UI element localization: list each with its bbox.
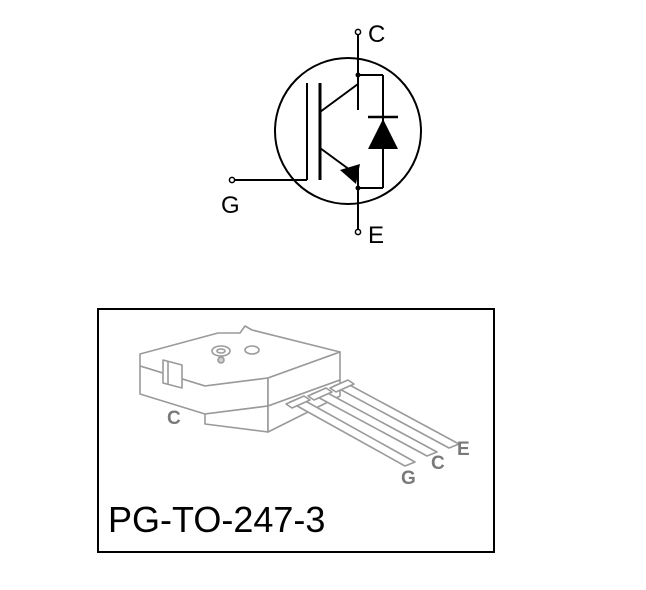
to247-package-drawing bbox=[139, 325, 460, 467]
igbt-symbol bbox=[228, 28, 422, 236]
pin-label-emitter: E bbox=[457, 439, 470, 460]
symbol-circle bbox=[274, 57, 422, 205]
lead-emitter-shoulder bbox=[329, 379, 355, 393]
marking-dot bbox=[244, 345, 260, 355]
diode-triangle bbox=[368, 119, 398, 149]
collector-terminal bbox=[354, 28, 362, 36]
lead-collector-shoulder bbox=[307, 387, 333, 401]
emitter-label: E bbox=[368, 222, 384, 249]
emitter-arrow bbox=[340, 164, 360, 184]
package-name: PG-TO-247-3 bbox=[108, 499, 325, 540]
collector-diagonal bbox=[319, 83, 359, 113]
tab-slot bbox=[162, 359, 183, 389]
emitter-terminal bbox=[354, 228, 362, 236]
pin-label-collector: C bbox=[431, 453, 445, 474]
gate-terminal bbox=[228, 176, 236, 184]
lead-gate-shoulder bbox=[285, 395, 311, 409]
pin1-mark bbox=[217, 356, 225, 364]
collector-label: C bbox=[368, 21, 385, 48]
mounting-hole-inner bbox=[216, 348, 226, 354]
gate-label: G bbox=[221, 192, 240, 219]
package-body-label: C bbox=[167, 408, 181, 429]
pin-label-gate: G bbox=[401, 468, 416, 489]
emitter-diagonal bbox=[319, 147, 351, 171]
